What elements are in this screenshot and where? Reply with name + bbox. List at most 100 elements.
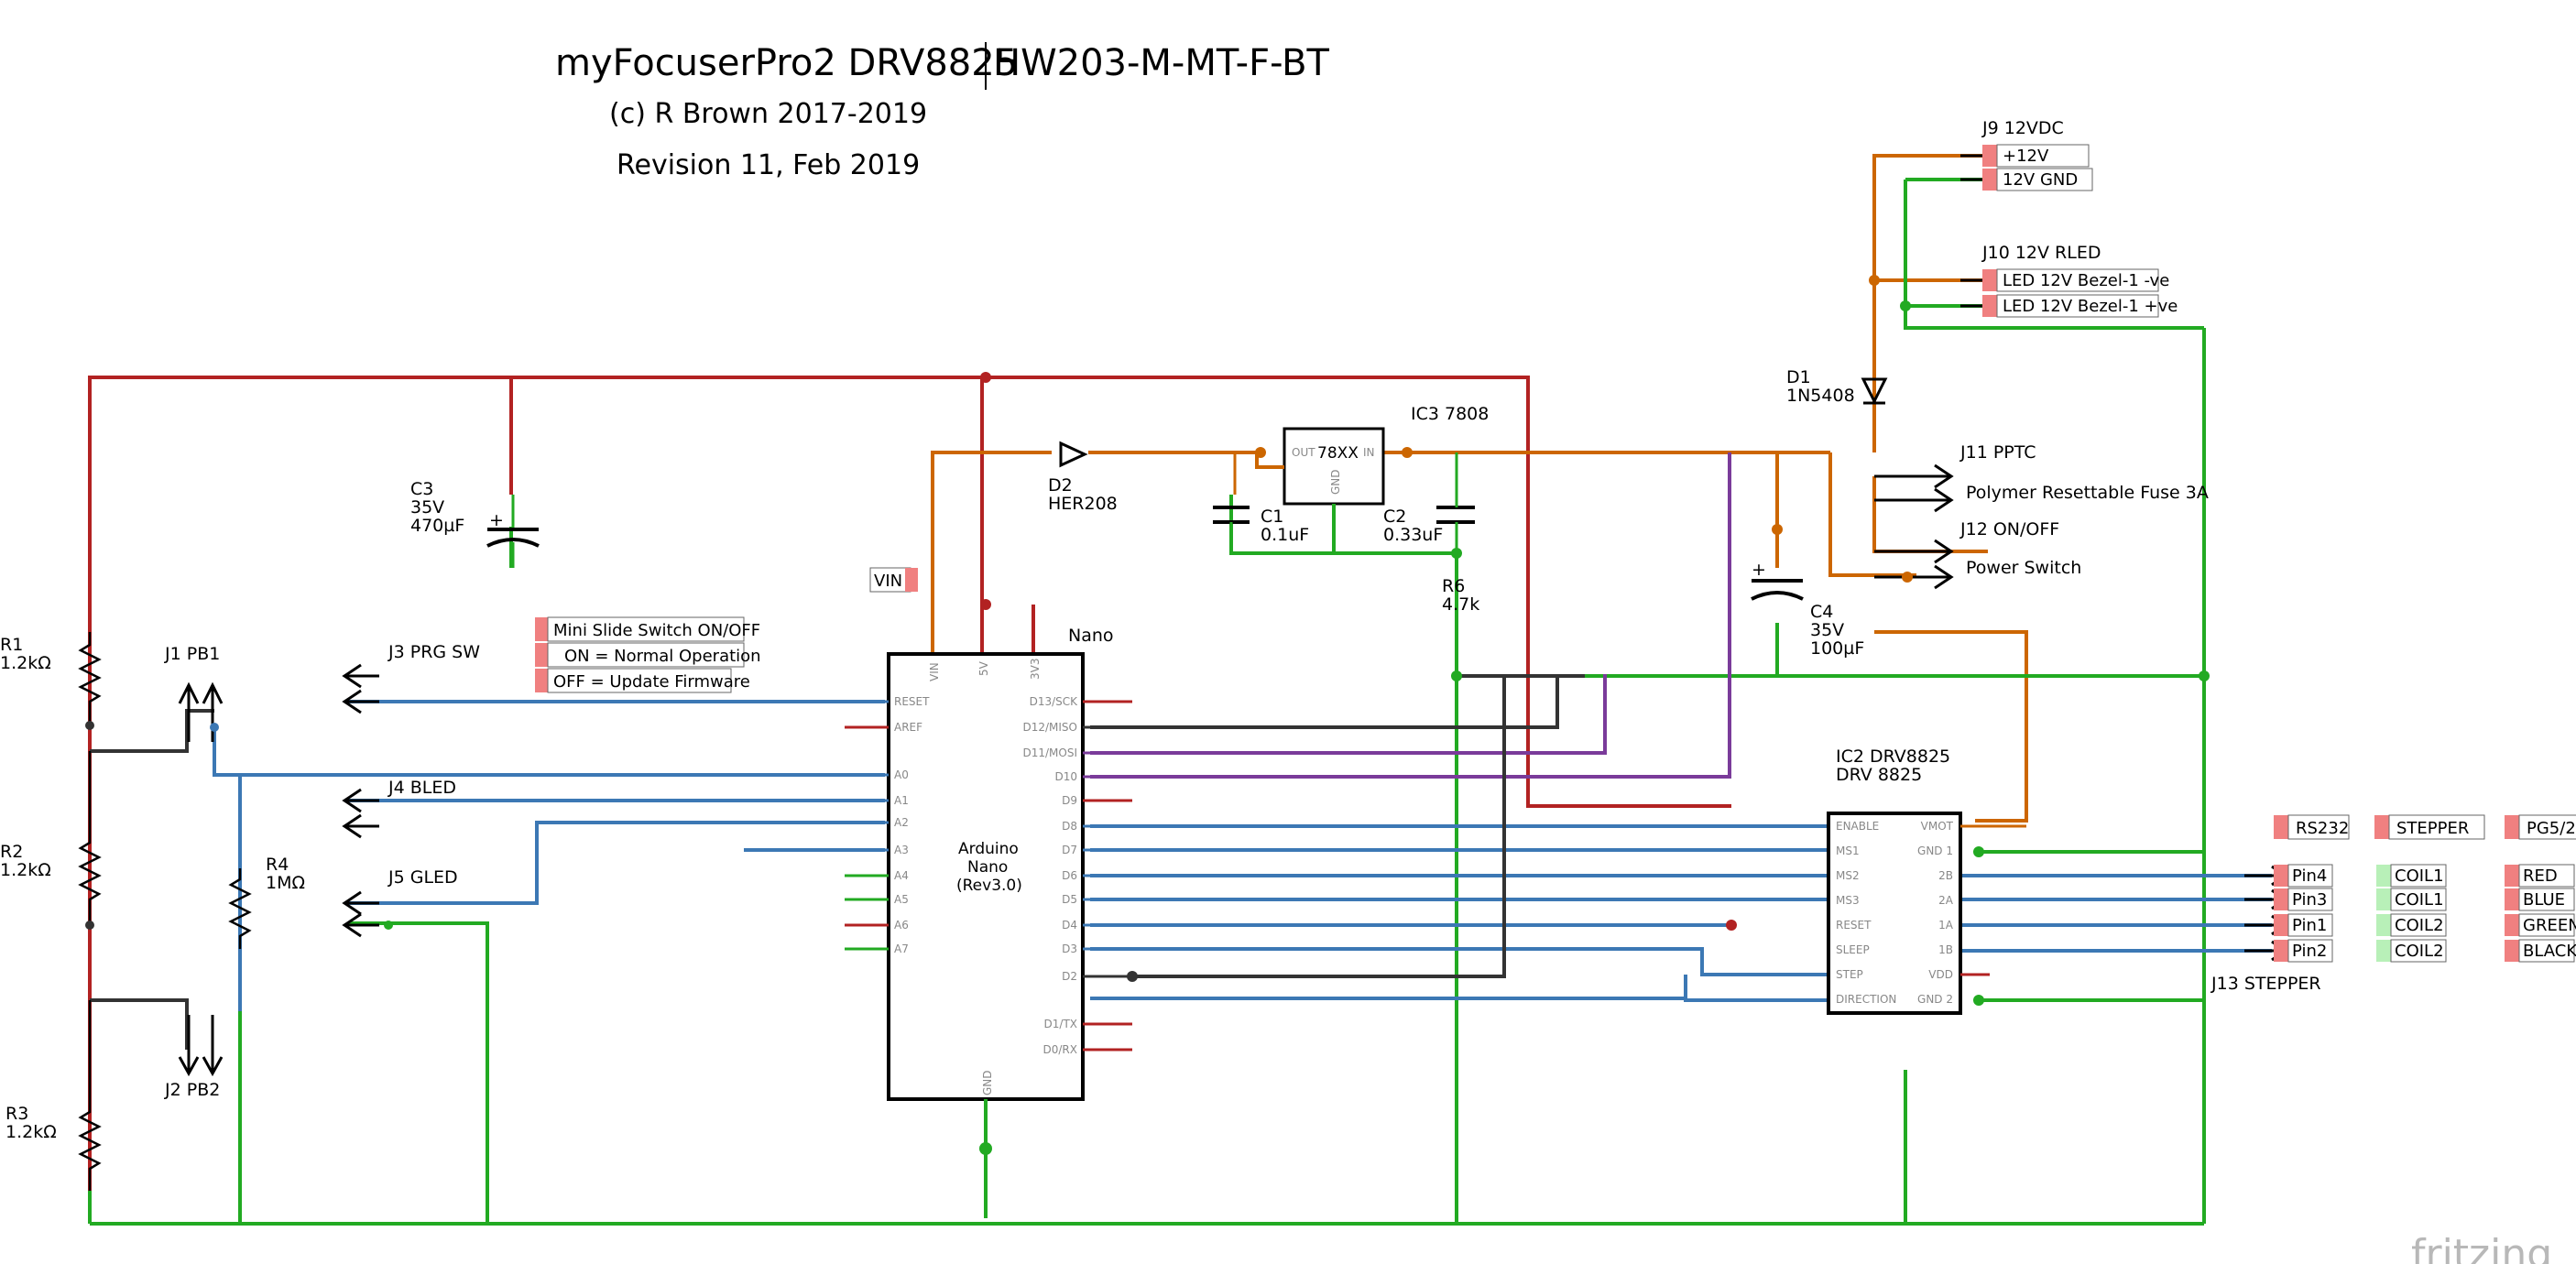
drv-left-pin-step: STEP xyxy=(1836,968,1863,981)
nano-top-pin-3v3: 3V3 xyxy=(1029,659,1042,680)
nano-left-pin-a1: A1 xyxy=(894,794,909,807)
c1-name: C1 xyxy=(1261,507,1283,527)
junction xyxy=(1973,846,1984,857)
r6-value: 4.7k xyxy=(1442,594,1479,615)
capacitor-c3: + xyxy=(486,495,540,568)
svg-text:+: + xyxy=(489,510,504,530)
drv-right-pin-1b: 1B xyxy=(1938,943,1953,956)
arduino-nano xyxy=(887,605,1085,1149)
nano-bottom-pin-gnd: GND xyxy=(981,1070,994,1095)
junction xyxy=(85,921,94,930)
stepper-header-box xyxy=(2518,814,2576,840)
wires-blue xyxy=(213,700,2272,1011)
drv-title: IC2 DRV8825 xyxy=(1836,746,1950,767)
junction xyxy=(1726,920,1737,931)
stepper-header-box xyxy=(2388,814,2485,840)
stepper-table: RS232STEPPERPG5/27Pin4Pin3Pin1Pin2COIL1C… xyxy=(2274,814,2576,963)
switch-notes: Mini Slide Switch ON/OFF ON = Normal Ope… xyxy=(535,616,761,693)
junction xyxy=(2199,670,2210,681)
junction xyxy=(979,1142,992,1155)
j12-desc: Power Switch xyxy=(1966,558,2081,578)
nano-right-pin-d7: D7 xyxy=(1062,844,1077,856)
drv-right-pin-2b: 2B xyxy=(1938,869,1953,882)
nano-label: Nano xyxy=(1068,626,1114,646)
c1-value: 0.1uF xyxy=(1261,525,1309,545)
junction xyxy=(1127,971,1138,982)
stepper-pin-2: Pin1 xyxy=(2292,916,2327,935)
coil-marker xyxy=(2376,914,2391,936)
junction xyxy=(1973,995,1984,1006)
j3-label: J3 PRG SW xyxy=(387,642,480,662)
switch-note-3: OFF = Update Firmware xyxy=(553,672,750,692)
pin-box xyxy=(2287,864,2333,888)
drv-right-pin-1a: 1A xyxy=(1938,919,1954,932)
j11-desc: Polymer Resettable Fuse 3A xyxy=(1966,483,2209,503)
stepper-header-marker xyxy=(2374,815,2389,839)
stepper-coil-2: COIL2 xyxy=(2395,916,2444,935)
stepper-color-0: RED xyxy=(2523,866,2558,886)
r3-value: 1.2kΩ xyxy=(5,1122,57,1142)
drv-left-pin-enable: ENABLE xyxy=(1836,820,1879,833)
drv-right-pin-vmot: VMOT xyxy=(1921,820,1954,833)
coil-box xyxy=(2390,939,2447,963)
nano-body-1: Arduino xyxy=(958,840,1019,858)
reg-pin-in: IN xyxy=(1363,446,1375,459)
nano-top-pin-5v: 5V xyxy=(977,660,990,676)
drv-left-pin-reset: RESET xyxy=(1836,919,1872,932)
stepper-pin-3: Pin2 xyxy=(2292,942,2327,961)
color-marker xyxy=(2505,914,2519,936)
color-box xyxy=(2518,939,2575,963)
stepper-header-1: STEPPER xyxy=(2396,819,2469,838)
color-box xyxy=(2518,913,2575,937)
junction xyxy=(1451,548,1462,559)
stepper-pin-1: Pin3 xyxy=(2292,890,2327,910)
stepper-pin-0: Pin4 xyxy=(2292,866,2327,886)
d2-name: D2 xyxy=(1048,475,1073,496)
pin-marker xyxy=(2274,940,2288,962)
vin-tag-box xyxy=(869,567,911,593)
capacitor-c4: + xyxy=(1751,560,1804,601)
pin-marker xyxy=(2274,865,2288,887)
coil-box xyxy=(2390,888,2447,911)
left-connectors xyxy=(178,663,379,1077)
junction xyxy=(1902,572,1913,583)
color-marker xyxy=(2505,888,2519,910)
color-marker xyxy=(2505,865,2519,887)
j9-pin-2: 12V GND xyxy=(2003,170,2078,190)
r1-value: 1.2kΩ xyxy=(0,653,51,673)
pin-box xyxy=(2287,939,2333,963)
nano-right-pin-d13-sck: D13/SCK xyxy=(1030,695,1079,708)
drv-right-pin-vdd: VDD xyxy=(1928,968,1953,981)
nano-left-pin-a7: A7 xyxy=(894,943,909,955)
r2-value: 1.2kΩ xyxy=(0,860,51,880)
stepper-color-1: BLUE xyxy=(2523,890,2565,910)
j10-pin-2: LED 12V Bezel-1 +ve xyxy=(2003,297,2178,316)
revision: Revision 11, Feb 2019 xyxy=(617,149,920,181)
reg-pin-gnd: GND xyxy=(1329,469,1342,495)
nano-body-2: Nano xyxy=(967,858,1008,877)
regulator-body xyxy=(1283,427,1385,506)
nano-left-pin-reset: RESET xyxy=(894,695,930,708)
stepper-color-2: GREEN xyxy=(2523,916,2576,935)
c2-value: 0.33uF xyxy=(1383,525,1443,545)
reg-pin-out: OUT xyxy=(1292,446,1315,459)
coil-box xyxy=(2390,913,2447,937)
title-left: myFocuserPro2 DRV8825 xyxy=(555,42,1018,84)
c4-name: C4 xyxy=(1810,602,1833,622)
junction xyxy=(1772,524,1783,535)
nano-top-pin-vin: VIN xyxy=(928,662,941,681)
regulator-name: IC3 7808 xyxy=(1411,404,1489,424)
j13-label: J13 STEPPER xyxy=(2210,974,2321,994)
j10-pin-boxes: LED 12V Bezel-1 -ve LED 12V Bezel-1 +ve xyxy=(1982,268,2178,318)
stepper-color-3: BLACK xyxy=(2523,942,2576,961)
drv-subtitle: DRV 8825 xyxy=(1836,765,1922,785)
c3-value: 470µF xyxy=(410,516,464,536)
j9-pin-boxes: +12V 12V GND xyxy=(1982,144,2093,191)
junction xyxy=(210,723,219,732)
c3-voltage: 35V xyxy=(410,497,444,518)
